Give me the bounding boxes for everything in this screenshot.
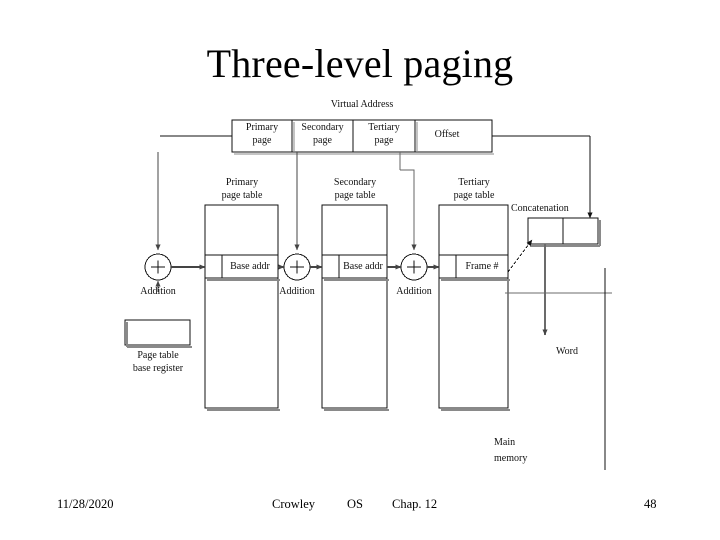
address-field-secondary-line1: Secondary: [301, 122, 344, 133]
address-field-primary-line2: page: [252, 135, 272, 146]
adder-label-3: Addition: [396, 286, 432, 297]
tertiary-table-entry: Frame #: [465, 261, 499, 272]
secondary-table-entry: Base addr: [343, 261, 383, 272]
tertiary-page-table-label-line1: Tertiary: [458, 177, 490, 188]
footer-chapter: Chap. 12: [392, 497, 438, 511]
virtual-address-label: Virtual Address: [330, 99, 394, 110]
primary-page-table-label-line2: page table: [221, 190, 263, 201]
footer-date: 11/28/2020: [57, 497, 114, 511]
main-memory-label-line2: memory: [494, 453, 528, 464]
base-register-label-line1: Page table: [137, 350, 179, 361]
primary-table-entry: Base addr: [230, 261, 270, 272]
adder-label-1: Addition: [140, 286, 176, 297]
adder-label-2: Addition: [279, 286, 315, 297]
secondary-page-table-label-line1: Secondary: [333, 177, 377, 188]
primary-page-table-label-line1: Primary: [225, 177, 259, 188]
concatenation-label: Concatenation: [511, 203, 569, 214]
page-title: Three-level paging: [206, 41, 514, 86]
word-label: Word: [556, 346, 578, 357]
tertiary-page-table-label-line2: page table: [453, 190, 495, 201]
address-field-primary-line1: Primary: [245, 122, 279, 133]
address-field-secondary-line2: page: [313, 135, 332, 146]
footer-author: Crowley: [272, 497, 316, 511]
footer-course: OS: [347, 497, 363, 511]
three-level-paging-diagram: Virtual Address Primary page Secondary p…: [124, 99, 612, 470]
secondary-page-table-label-line2: page table: [334, 190, 376, 201]
base-register-label-line2: base register: [132, 363, 184, 374]
main-memory-label-line1: Main: [494, 437, 516, 448]
address-field-offset: Offset: [434, 129, 460, 140]
address-field-tertiary-line2: page: [374, 135, 394, 146]
address-field-tertiary-line1: Tertiary: [368, 122, 400, 133]
diagram-canvas: [124, 119, 612, 470]
footer-page-number: 48: [644, 497, 657, 511]
